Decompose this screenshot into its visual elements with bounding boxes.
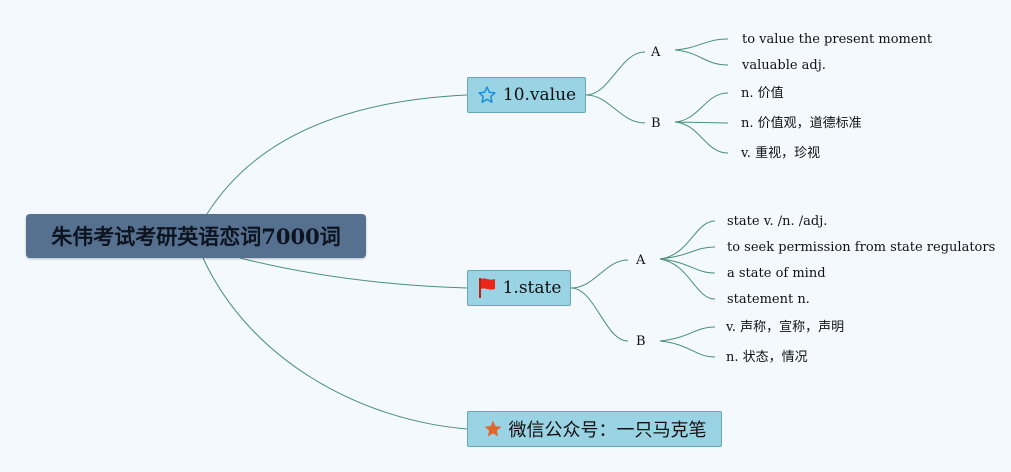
topic-state[interactable]: 1.state xyxy=(467,270,571,306)
connector-root-wechat xyxy=(202,257,468,430)
state-a-item[interactable]: state v. /n. /adj. xyxy=(727,214,828,229)
connector-value-b-3 xyxy=(674,121,729,154)
connector-value-b-1 xyxy=(674,92,729,123)
connector-value-a xyxy=(585,51,646,96)
value-group-a-label[interactable]: A xyxy=(651,45,661,60)
state-a-item[interactable]: to seek permission from state regulators xyxy=(727,240,996,255)
topic-wechat-label: 微信公众号：一只马克笔 xyxy=(508,420,707,441)
connector-state-a xyxy=(570,259,629,289)
connector-root-state xyxy=(239,257,468,289)
state-a-item[interactable]: a state of mind xyxy=(727,266,826,281)
value-group-b-label[interactable]: B xyxy=(651,116,661,131)
connector-state-b-1 xyxy=(659,326,716,342)
connector-state-a-1 xyxy=(659,220,716,260)
value-a-item[interactable]: valuable adj. xyxy=(742,58,826,73)
star-outline-icon xyxy=(477,85,497,105)
topic-state-label: 1.state xyxy=(502,278,562,298)
state-group-a-label[interactable]: A xyxy=(636,253,646,268)
state-b-item[interactable]: v. 声称，宣称，声明 xyxy=(726,320,845,335)
connector-value-a-2 xyxy=(674,49,729,66)
connector-state-b xyxy=(570,287,629,342)
state-group-b-label[interactable]: B xyxy=(636,334,646,349)
connector-value-b-2 xyxy=(674,121,729,124)
topic-value-label: 10.value xyxy=(502,85,577,105)
connector-state-a-2 xyxy=(659,246,716,260)
topic-value[interactable]: 10.value xyxy=(467,77,586,113)
value-b-item[interactable]: n. 价值 xyxy=(741,86,784,101)
connector-state-a-3 xyxy=(659,258,716,274)
value-b-item[interactable]: n. 价值观，道德标准 xyxy=(741,116,862,131)
state-b-item[interactable]: n. 状态，情况 xyxy=(726,350,808,365)
connector-value-a-1 xyxy=(674,38,729,51)
connector-state-a-4 xyxy=(659,258,716,300)
red-flag-icon xyxy=(477,277,497,299)
value-b-item[interactable]: v. 重视，珍视 xyxy=(741,146,821,161)
value-a-item[interactable]: to value the present moment xyxy=(742,32,933,47)
connector-state-b-2 xyxy=(659,340,716,358)
topic-wechat[interactable]: 微信公众号：一只马克笔 xyxy=(467,411,722,447)
root-title: 朱伟考试考研英语恋词7000词 xyxy=(51,224,341,249)
root-topic[interactable]: 朱伟考试考研英语恋词7000词 xyxy=(26,214,366,258)
orange-star-icon xyxy=(483,419,503,439)
connector-value-b xyxy=(585,94,646,124)
state-a-item[interactable]: statement n. xyxy=(727,292,810,307)
connector-root-value xyxy=(206,94,468,215)
